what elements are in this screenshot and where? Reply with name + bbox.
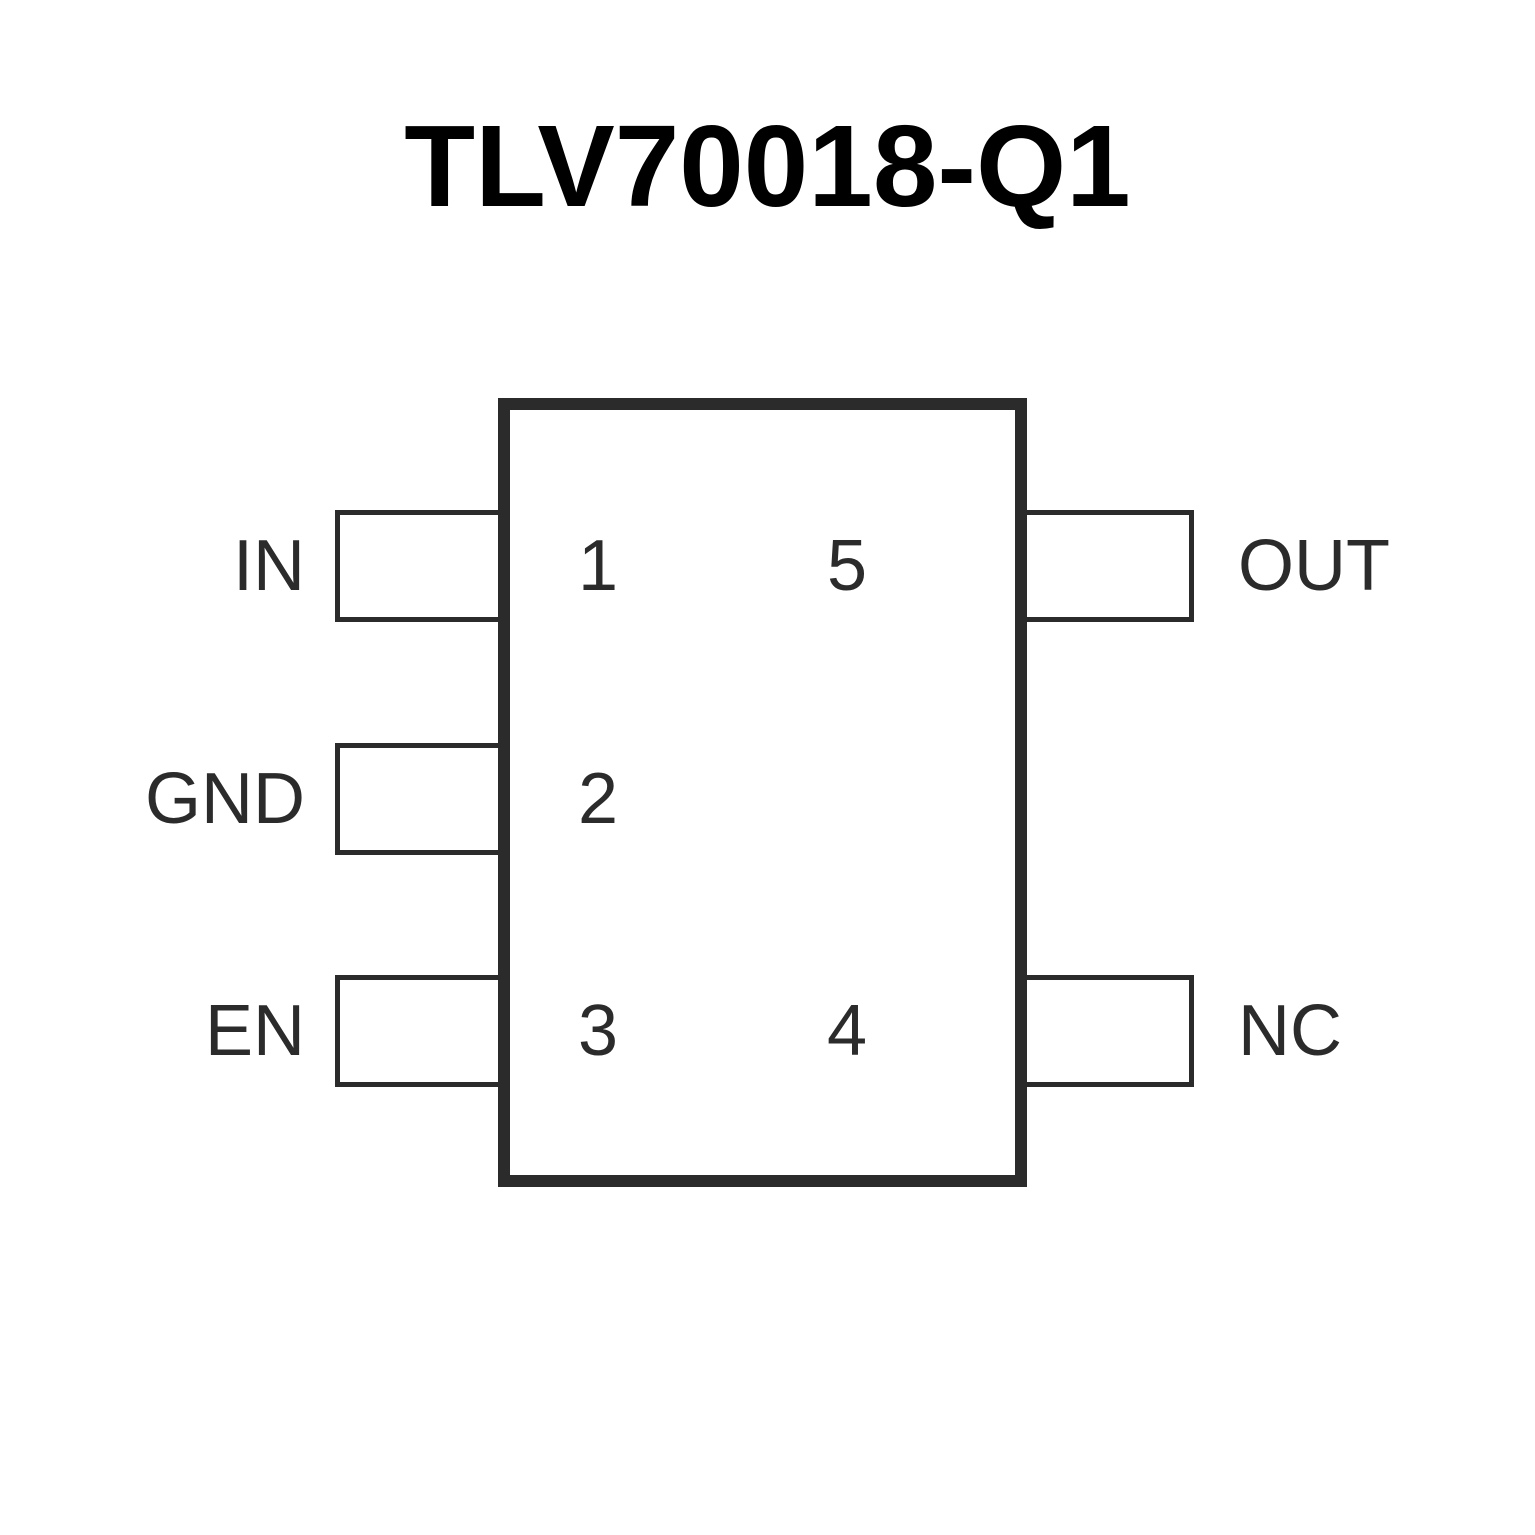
pin-lead-5 [1022,510,1194,622]
pin-lead-3 [335,975,507,1087]
pin-number-4: 4 [827,991,868,1071]
pin-number-5: 5 [827,526,868,606]
pin-lead-1 [335,510,507,622]
pin-number-1: 1 [578,526,619,606]
pin-label-en: EN [204,991,305,1071]
package-body-outline [498,398,1027,1187]
pin-number-3: 3 [578,991,619,1071]
pin-number-2: 2 [578,759,619,839]
pin-label-out: OUT [1238,526,1390,606]
pin-label-in: IN [233,526,305,606]
pin-label-nc: NC [1238,991,1342,1071]
page-title: TLV70018-Q1 [404,101,1131,231]
pin-lead-4 [1022,975,1194,1087]
pin-label-gnd: GND [145,759,305,839]
pin-lead-2 [335,743,507,855]
